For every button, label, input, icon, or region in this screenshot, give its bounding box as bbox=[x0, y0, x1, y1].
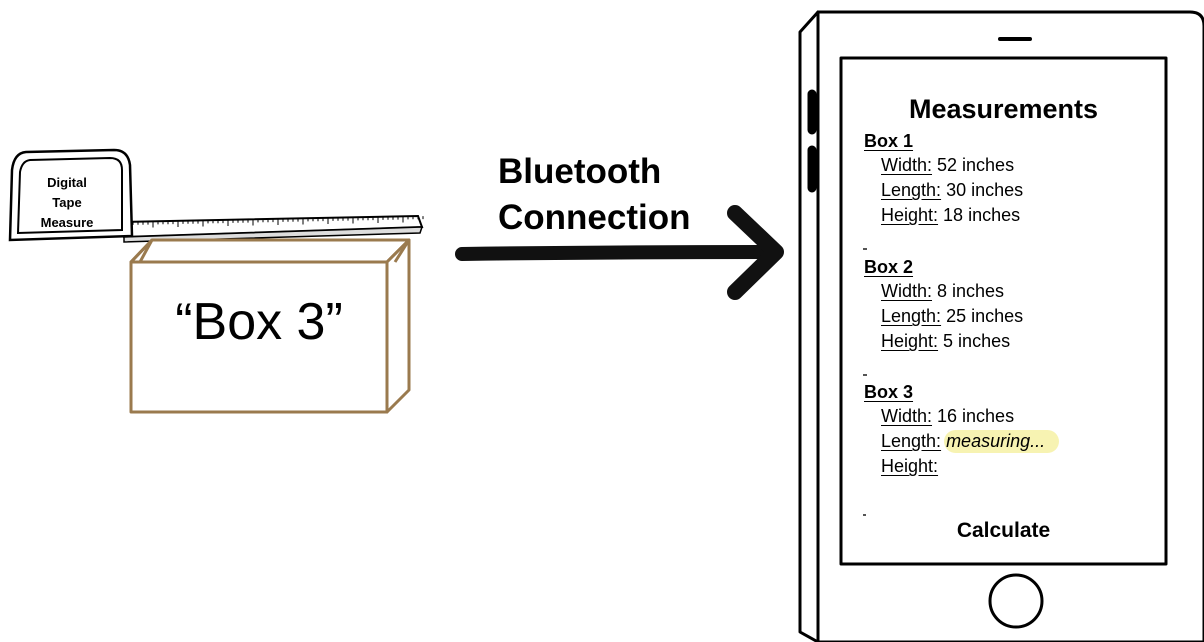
phone-device bbox=[798, 10, 1204, 642]
tape-label-line: Measure bbox=[40, 215, 94, 230]
cardboard-box bbox=[129, 238, 411, 414]
height-row: Height: bbox=[881, 454, 1059, 479]
tape-blade bbox=[118, 214, 424, 243]
width-label: Width: bbox=[881, 406, 933, 426]
width-label: Width: bbox=[881, 281, 933, 301]
height-label: Height: bbox=[881, 205, 939, 225]
length-row: Length:30 inches bbox=[881, 178, 1023, 203]
tape-label-line: Digital bbox=[47, 175, 87, 190]
length-label: Length: bbox=[881, 306, 942, 326]
length-row: Length:measuring... bbox=[881, 429, 1060, 454]
connection-label-line: Bluetooth bbox=[498, 152, 662, 191]
separator-mark bbox=[863, 248, 867, 250]
box-heading: Box 2 bbox=[864, 257, 914, 277]
separator-mark bbox=[863, 374, 867, 376]
height-value: 5 inches bbox=[943, 331, 1011, 351]
box-measurement-group: Box 1 Width:52 inches Length:30 inches H… bbox=[864, 129, 1023, 228]
height-row: Height:18 inches bbox=[881, 203, 1023, 228]
width-row: Width:8 inches bbox=[881, 279, 1023, 304]
length-row: Length:25 inches bbox=[881, 304, 1023, 329]
width-value: 52 inches bbox=[937, 155, 1015, 175]
height-label: Height: bbox=[881, 456, 939, 476]
calculate-button[interactable]: Calculate bbox=[936, 516, 1071, 546]
connection-label: Bluetooth Connection bbox=[498, 149, 690, 241]
width-row: Width:52 inches bbox=[881, 153, 1023, 178]
height-value: 18 inches bbox=[943, 205, 1021, 225]
connection-arrow bbox=[455, 205, 784, 300]
box-heading: Box 1 bbox=[864, 131, 914, 151]
height-label: Height: bbox=[881, 331, 939, 351]
phone-screen: Measurements Box 1 Width:52 inches Lengt… bbox=[841, 58, 1166, 564]
tape-measure-housing bbox=[8, 148, 134, 242]
width-label: Width: bbox=[881, 155, 933, 175]
box-heading: Box 3 bbox=[864, 382, 914, 402]
length-value-measuring: measuring... bbox=[944, 430, 1060, 453]
box-measurement-group: Box 3 Width:16 inches Length:measuring..… bbox=[864, 380, 1060, 479]
length-value: 25 inches bbox=[946, 306, 1024, 326]
length-label: Length: bbox=[881, 180, 942, 200]
screen-title: Measurements bbox=[908, 94, 1099, 124]
height-row: Height:5 inches bbox=[881, 329, 1023, 354]
width-value: 16 inches bbox=[937, 406, 1015, 426]
width-row: Width:16 inches bbox=[881, 404, 1059, 429]
separator-mark bbox=[863, 514, 866, 516]
box-measurement-group: Box 2 Width:8 inches Length:25 inches He… bbox=[864, 255, 1023, 354]
connection-label-line: Connection bbox=[498, 198, 691, 237]
tape-label-line: Tape bbox=[52, 195, 82, 210]
length-label: Length: bbox=[881, 431, 942, 451]
tape-measure-label: Digital Tape Measure bbox=[28, 173, 106, 233]
width-value: 8 inches bbox=[937, 281, 1005, 301]
box-label: “Box 3” bbox=[175, 293, 343, 351]
length-value: 30 inches bbox=[946, 180, 1024, 200]
